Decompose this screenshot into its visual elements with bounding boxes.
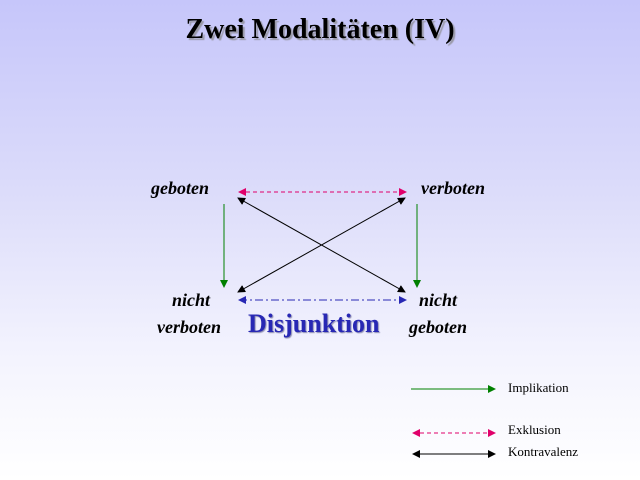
node-nicht-verboten-line2: verboten	[157, 317, 221, 337]
node-nicht-verboten-line1: nicht	[172, 290, 211, 310]
legend-exclusion-label: Exklusion	[508, 422, 561, 437]
node-geboten: geboten	[151, 178, 209, 198]
slide-title: Zwei Modalitäten (IV)	[185, 14, 455, 45]
legend-contravalence-label: Kontravalenz	[508, 444, 579, 459]
contravalence-arrow-diagonal-2	[237, 197, 406, 293]
legend-implication-label: Implikation	[508, 380, 569, 395]
disjunction-label: Disjunktion	[248, 309, 380, 338]
node-nicht-geboten-line2: geboten	[409, 317, 467, 337]
node-verboten: verboten	[421, 178, 485, 198]
node-nicht-geboten-line1: nicht	[419, 290, 458, 310]
